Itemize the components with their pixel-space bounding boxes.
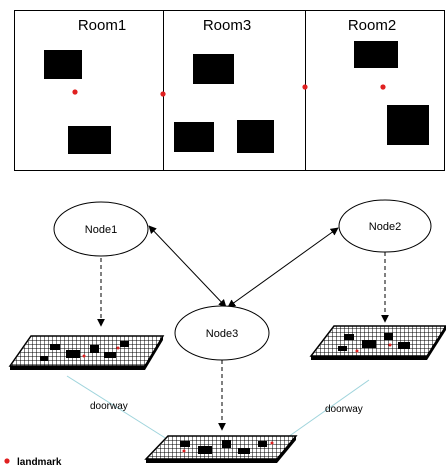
landmark-dot [116,346,120,350]
obstacle [193,54,234,84]
grid-map-1 [8,335,165,370]
room-label: Room1 [78,17,126,34]
graph-edge-node2-node3 [227,227,339,308]
obstacle [68,126,111,154]
node-label: Node1 [85,224,117,236]
obstacle [354,41,398,68]
graph-node-node1: Node1 [53,201,149,257]
doorway-line [66,375,179,447]
node-label: Node2 [369,221,401,233]
landmark-dot [355,349,359,353]
obstacle [387,105,429,145]
landmark-legend-dot [4,458,10,464]
floor-plan: Room1 Room3 Room2 [14,10,445,171]
graph-node-node2: Node2 [338,199,432,253]
graph-node-node3: Node3 [174,305,270,361]
grid-map-3 [144,435,298,463]
obstacle [237,120,274,153]
obstacle [174,122,214,152]
obstacle [44,50,82,79]
legend: landmark [4,457,62,468]
grid-map-2 [309,325,446,360]
doorway-label: doorway [90,401,128,412]
room-label: Room3 [203,17,251,34]
doorway-label: doorway [325,404,363,415]
floor-plan-border [14,10,445,171]
graph-edge-node1-node3 [148,225,227,308]
node-label: Node3 [206,328,238,340]
landmark-dot [270,441,274,445]
landmark-dot [82,354,86,358]
doorway-line [277,379,370,445]
landmark-dot [388,343,392,347]
landmark-legend-label: landmark [17,457,62,468]
room-label: Room2 [348,17,396,34]
landmark-dot [72,89,78,95]
landmark-dot [380,84,386,90]
landmark-dot [302,84,308,90]
landmark-dot [182,449,186,453]
landmark-dot [160,91,166,97]
